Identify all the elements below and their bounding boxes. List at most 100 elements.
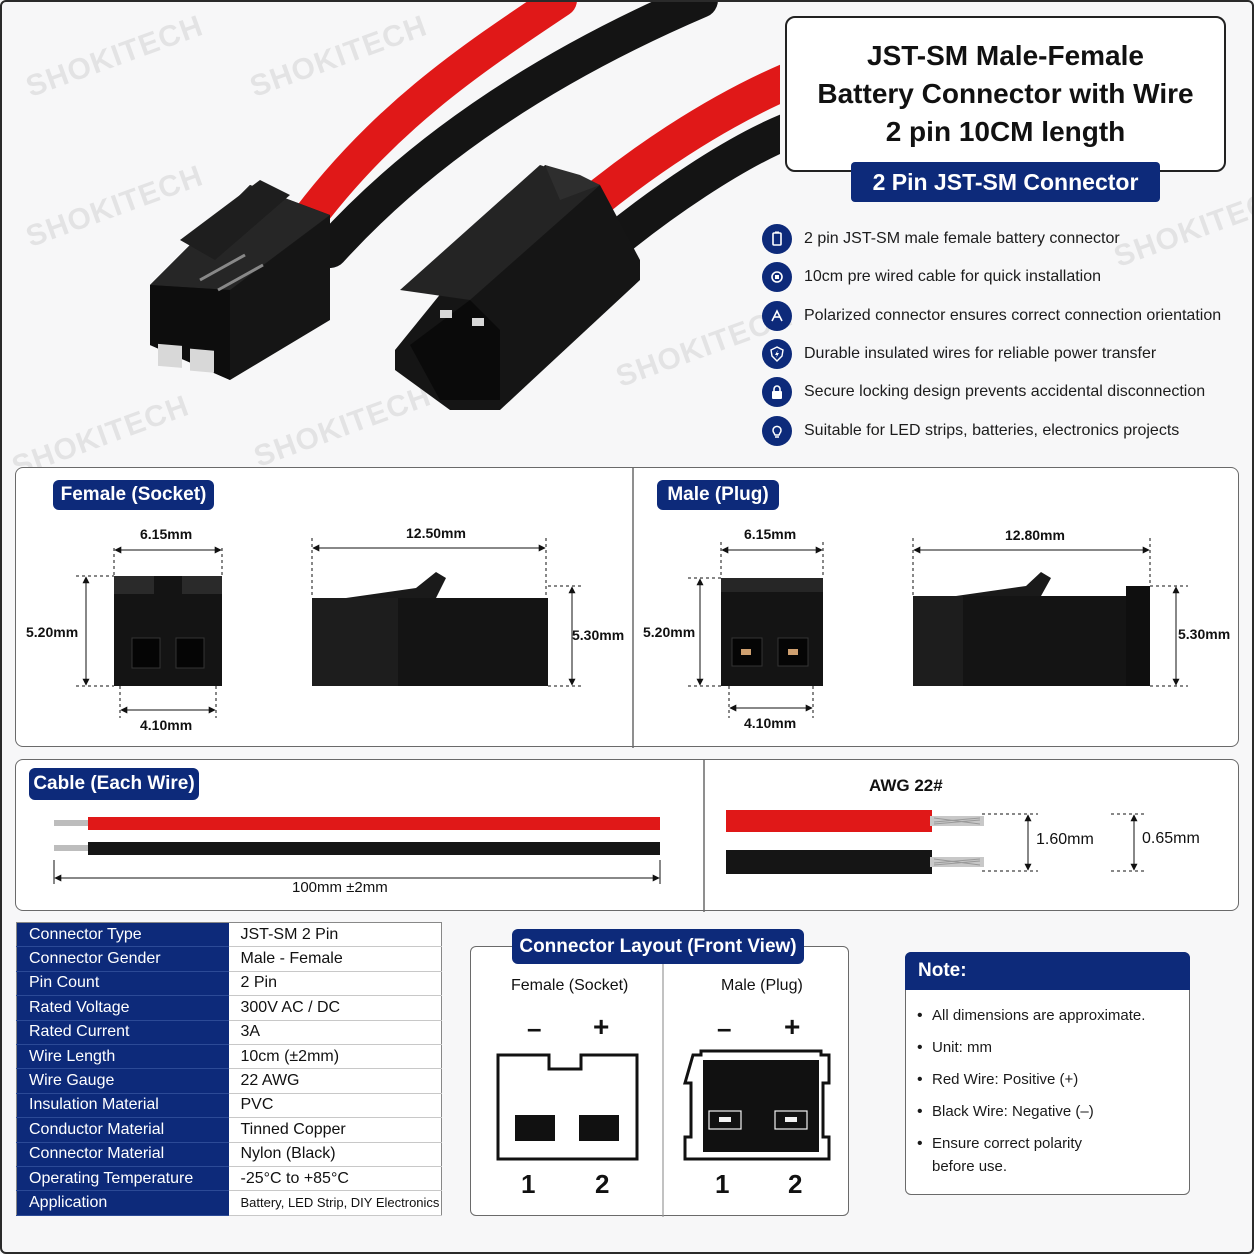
female-side-drawing <box>311 538 584 687</box>
dimensions-panel: Female (Socket) Male (Plug) 6.15mm 12.50… <box>15 467 1239 748</box>
male-pin2-label: 2 <box>788 1169 803 1199</box>
male-plus-sign: + <box>784 1011 801 1042</box>
male-minus-sign: – <box>717 1013 732 1043</box>
layout-female-label: Female (Socket) <box>511 977 629 994</box>
spec-key: Rated Voltage <box>16 995 229 1021</box>
shield-bolt-icon <box>762 339 792 370</box>
female-pin1-label: 1 <box>521 1169 536 1199</box>
cable-length: 100mm ±2mm <box>292 879 388 896</box>
feature-text: 10cm pre wired cable for quick installat… <box>804 268 1102 286</box>
spec-key: Rated Current <box>16 1020 229 1045</box>
layout-title-badge: Connector Layout (Front View) <box>512 929 804 964</box>
layout-male-label: Male (Plug) <box>721 977 803 994</box>
spec-value: Tinned Copper <box>228 1117 442 1143</box>
feature-list: 2 pin JST-SM male female battery connect… <box>762 220 1248 450</box>
feature-text: 2 pin JST-SM male female battery connect… <box>804 230 1120 248</box>
spec-value: -25°C to +85°C <box>228 1166 442 1192</box>
note-item: Ensure correct polarity before use. <box>917 1132 1107 1178</box>
female-width-bottom: 4.10mm <box>140 717 193 733</box>
spec-key: Pin Count <box>16 971 229 997</box>
note-item: Black Wire: Negative (–) <box>917 1100 1182 1123</box>
feature-item: Polarized connector ensures correct conn… <box>762 297 1248 335</box>
note-item: Unit: mm <box>917 1036 1182 1059</box>
feature-item: 10cm pre wired cable for quick installat… <box>762 258 1248 296</box>
awg-title: AWG 22# <box>869 776 943 795</box>
female-height-side: 5.30mm <box>572 627 625 643</box>
spec-value: JST-SM 2 Pin <box>228 922 442 948</box>
female-length: 12.50mm <box>406 525 466 541</box>
spec-value: Nylon (Black) <box>228 1142 442 1167</box>
female-label-badge: Female (Socket) <box>53 480 214 510</box>
spec-row: Operating Temperature-25°C to +85°C <box>16 1166 442 1192</box>
feature-item: Secure locking design prevents accidenta… <box>762 373 1248 411</box>
led-icon <box>762 415 792 446</box>
spec-value: 2 Pin <box>228 971 442 997</box>
female-width-top: 6.15mm <box>140 526 193 542</box>
product-photo <box>0 0 780 460</box>
male-width-bottom: 4.10mm <box>744 715 797 731</box>
note-item: All dimensions are approximate. <box>917 1004 1182 1027</box>
polarity-icon <box>762 300 792 331</box>
spec-key: Operating Temperature <box>16 1166 229 1192</box>
spec-value: Battery, LED Strip, DIY Electronics <box>228 1190 442 1216</box>
female-front-drawing <box>76 546 223 718</box>
female-minus-sign: – <box>527 1013 542 1043</box>
battery-icon <box>762 224 792 255</box>
feature-text: Durable insulated wires for reliable pow… <box>804 345 1157 363</box>
spec-value: 10cm (±2mm) <box>228 1044 442 1070</box>
note-list: All dimensions are approximate. Unit: mm… <box>917 1004 1182 1187</box>
male-side-drawing <box>912 538 1188 687</box>
note-title: Note: <box>905 952 1190 990</box>
feature-text: Polarized connector ensures correct conn… <box>804 306 1222 324</box>
spec-key: Connector Material <box>16 1142 229 1167</box>
outer-diameter: 1.60mm <box>1036 831 1094 848</box>
male-front-drawing <box>688 542 824 718</box>
spec-key: Wire Length <box>16 1044 229 1070</box>
spec-value: 3A <box>228 1020 442 1045</box>
lock-icon <box>762 377 792 408</box>
cable-label-badge: Cable (Each Wire) <box>29 768 199 800</box>
conductor-diameter: 0.65mm <box>1142 830 1200 847</box>
feature-item: Suitable for LED strips, batteries, elec… <box>762 411 1248 449</box>
spec-key: Wire Gauge <box>16 1068 229 1094</box>
spec-value: PVC <box>228 1093 442 1119</box>
female-height-front: 5.20mm <box>26 624 79 640</box>
spec-value: Male - Female <box>228 946 442 972</box>
spec-key: Application <box>16 1190 229 1216</box>
spec-key: Connector Gender <box>16 946 229 972</box>
page-title: JST-SM Male-Female Battery Connector wit… <box>817 40 1194 147</box>
cable-icon <box>762 262 792 293</box>
feature-text: Secure locking design prevents accidenta… <box>804 383 1206 401</box>
subtitle-badge: 2 Pin JST-SM Connector <box>851 162 1160 202</box>
red-wire <box>54 820 90 826</box>
feature-item: Durable insulated wires for reliable pow… <box>762 335 1248 373</box>
feature-text: Suitable for LED strips, batteries, elec… <box>804 421 1180 439</box>
female-plus-sign: + <box>593 1011 610 1042</box>
spec-key: Conductor Material <box>16 1117 229 1143</box>
male-width-top: 6.15mm <box>744 526 797 542</box>
cable-panel: Cable (Each Wire) 100mm ±2mm AWG 22# 1.6… <box>15 759 1239 912</box>
note-item: Red Wire: Positive (+) <box>917 1068 1182 1091</box>
male-pin1-label: 1 <box>715 1169 730 1199</box>
male-height-side: 5.30mm <box>1178 626 1231 642</box>
spec-value: 22 AWG <box>228 1068 442 1094</box>
black-wire <box>54 845 90 851</box>
male-label-badge: Male (Plug) <box>657 480 779 510</box>
spec-key: Connector Type <box>16 922 229 948</box>
connector-layout-panel: Female (Socket) Male (Plug) – + – + 1 2 … <box>470 946 849 1217</box>
feature-item: 2 pin JST-SM male female battery connect… <box>762 220 1248 258</box>
female-pin2-label: 2 <box>595 1169 610 1199</box>
male-length: 12.80mm <box>1005 527 1065 543</box>
